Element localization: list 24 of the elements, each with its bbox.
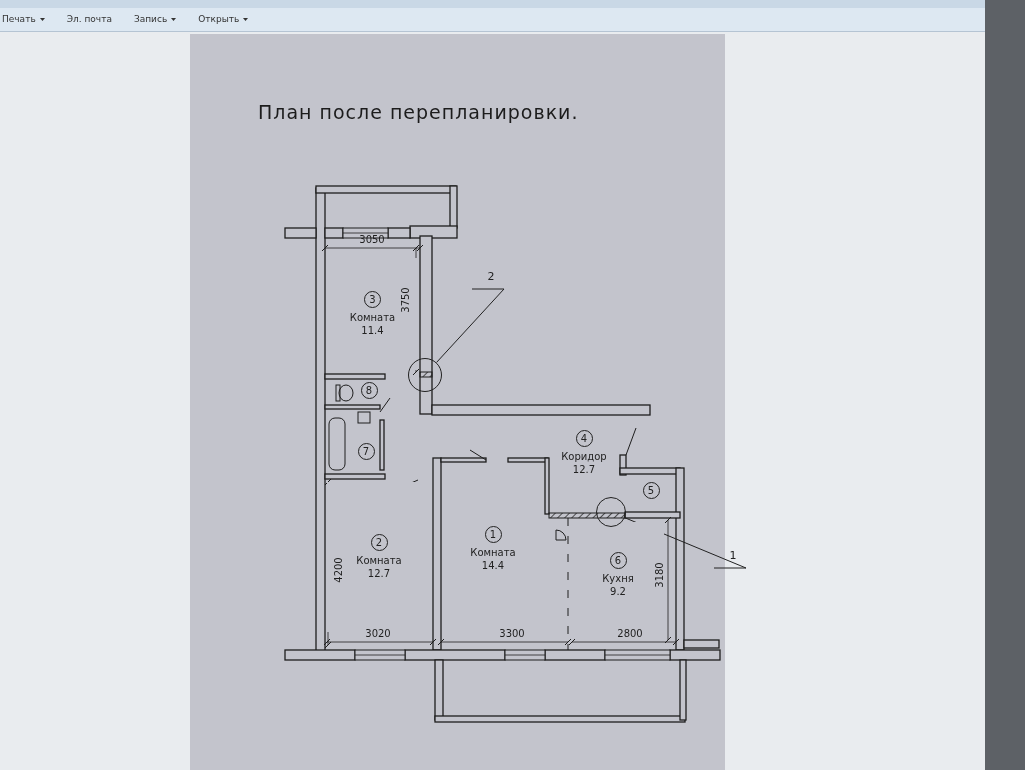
room-name: Комната bbox=[356, 554, 402, 567]
callout-number: 1 bbox=[722, 550, 744, 567]
dimension-label: 3050 bbox=[359, 235, 385, 245]
dimension-label: 4200 bbox=[334, 557, 344, 583]
room-area: 12.7 bbox=[367, 567, 391, 580]
dimension-label: 3020 bbox=[365, 629, 391, 639]
leader-line bbox=[436, 288, 505, 363]
room-name: Комната bbox=[349, 311, 396, 324]
room-area: 11.4 bbox=[361, 324, 384, 337]
room-area: 9.2 bbox=[610, 585, 626, 598]
menu-item: Эл. почта bbox=[66, 12, 112, 26]
room-name: Кухня bbox=[602, 572, 634, 585]
menu-item: Открыть bbox=[198, 12, 240, 26]
room-name: Комната bbox=[470, 546, 516, 559]
room-area: 12.7 bbox=[572, 463, 596, 476]
dimension-label: 3300 bbox=[499, 629, 525, 639]
dimension-label: 3750 bbox=[401, 287, 411, 313]
plan-title: План после перепланировки. bbox=[258, 100, 579, 125]
menu-item: Запись bbox=[133, 12, 168, 26]
room-name: Коридор bbox=[561, 450, 607, 463]
room-area: 14.4 bbox=[481, 559, 505, 572]
callout-number: 2 bbox=[480, 271, 502, 288]
dimension-label: 3180 bbox=[655, 562, 665, 588]
menu-item: Печать bbox=[2, 12, 36, 26]
